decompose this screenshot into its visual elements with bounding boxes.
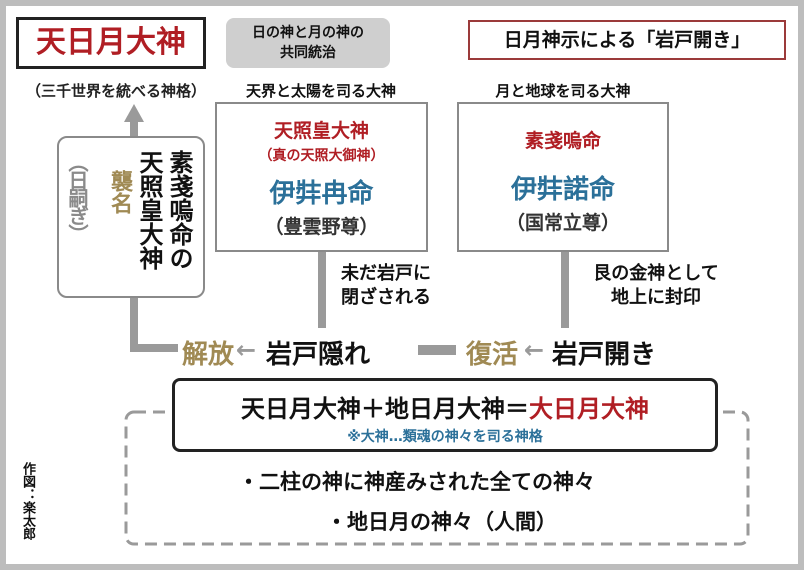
succession-paren-text: 日嗣ぎ [65,170,89,224]
source-box: 日月神示による「岩戸開き」 [468,20,786,60]
title-subtitle: （三千世界を統べる神格） [25,82,206,100]
flow-opening: 岩戸開き [552,340,657,370]
formula-line: 天日月大神＋地日月大神＝大日月大神 [175,389,715,424]
succession-paren-close: ） [65,224,89,242]
flow-release: 解放 [182,340,235,370]
flow-arrow-left: ← [236,336,257,364]
label-heaven: 天界と太陽を司る大神 [245,82,396,100]
joint-rule-badge: 日の神と月の神の 共同統治 [226,18,390,68]
succession-paren-block: （日嗣ぎ） [63,152,92,242]
succession-box: （日嗣ぎ） 襲名 天照皇大神 素戔嗚命の [57,136,205,298]
deity-right-name: 伊弉諾命 [510,175,615,205]
title-text: 天日月大神 [36,25,186,60]
flow-arrow-right: ← [524,336,545,364]
flow-hidden: 岩戸隠れ [266,340,371,370]
succession-name: 襲名 [107,170,132,214]
deity-right-title: 素戔嗚命 [524,130,601,152]
succession-line-2: 天照皇大神 [135,150,163,270]
formula-box: 天日月大神＋地日月大神＝大日月大神 ※大神…類魂の神々を司る神格 [172,378,718,452]
dashed-group-box [124,410,750,546]
deity-left-name: 伊弉冉命 [269,179,374,209]
bullet-item-1: ・二柱の神に神産みされた全ての神々 [238,470,595,494]
formula-a: 天日月大神 [241,395,361,423]
succession-line-1: 素戔嗚命の [165,150,193,270]
formula-eq: ＝ [505,395,529,423]
succession-paren-open: （ [65,152,89,170]
formula-b: 地日月大神 [385,395,505,423]
flow-revival: 復活 [466,340,519,370]
deity-box-left: 天照皇大神 （真の天照大御神） 伊弉冉命 （豊雲野尊） [215,102,428,252]
author-credit: 作図：楽太郎 [20,462,35,540]
arrow-head-up [124,104,144,122]
deity-left-title: 天照皇大神 [273,120,369,142]
formula-note: ※大神…類魂の神々を司る神格 [347,429,543,445]
bullet-item-2: ・地日月の神々（人間） [326,510,557,534]
note-left: 未だ岩戸に 閉ざされる [341,263,431,308]
deity-left-alias: （豊雲野尊） [264,216,379,238]
title-box: 天日月大神 [16,17,206,69]
label-earth: 月と地球を司る大神 [495,82,631,100]
formula-plus: ＋ [361,395,385,423]
deity-left-note: （真の天照大御神） [258,148,385,164]
note-right: 艮の金神として 地上に封印 [593,263,719,308]
formula-result: 大日月大神 [529,395,649,423]
deity-right-alias: （国常立尊） [505,212,620,234]
deity-box-right: 素戔嗚命 伊弉諾命 （国常立尊） [457,102,669,252]
